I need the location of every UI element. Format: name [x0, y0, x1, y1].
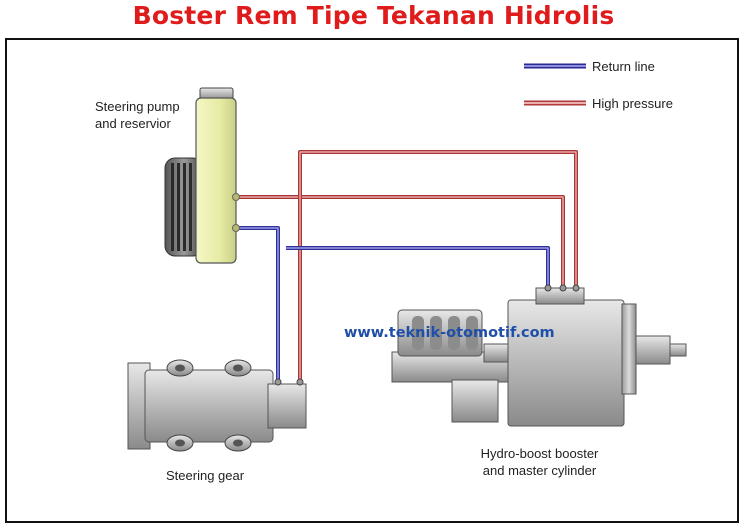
legend-high-pressure-label: High pressure: [592, 96, 673, 111]
diagram-frame: [5, 38, 739, 523]
legend-return-label: Return line: [592, 59, 655, 74]
steering-pump-label-line2: and reservior: [95, 116, 171, 131]
steering-pump-label: Steering pump and reservior: [95, 98, 180, 132]
pump-reservoir: [195, 87, 237, 264]
high-pressure-pipes: [236, 150, 578, 382]
hydro-boost-assembly: [391, 284, 687, 427]
steering-gear-label: Steering gear: [166, 468, 245, 483]
steering-gear: [127, 359, 307, 452]
page-title: Boster Rem Tipe Tekanan Hidrolis: [132, 1, 615, 30]
hydro-boost-label-line2: and master cylinder: [482, 463, 597, 478]
watermark-url: www.teknik-otomotif.com: [344, 325, 555, 341]
hydro-boost-label: Hydro-boost booster and master cylinder: [452, 445, 627, 479]
return-line-pipes: [236, 226, 550, 382]
hydro-boost-label-line1: Hydro-boost booster: [480, 446, 599, 461]
steering-pump-label-line1: Steering pump: [95, 99, 180, 114]
